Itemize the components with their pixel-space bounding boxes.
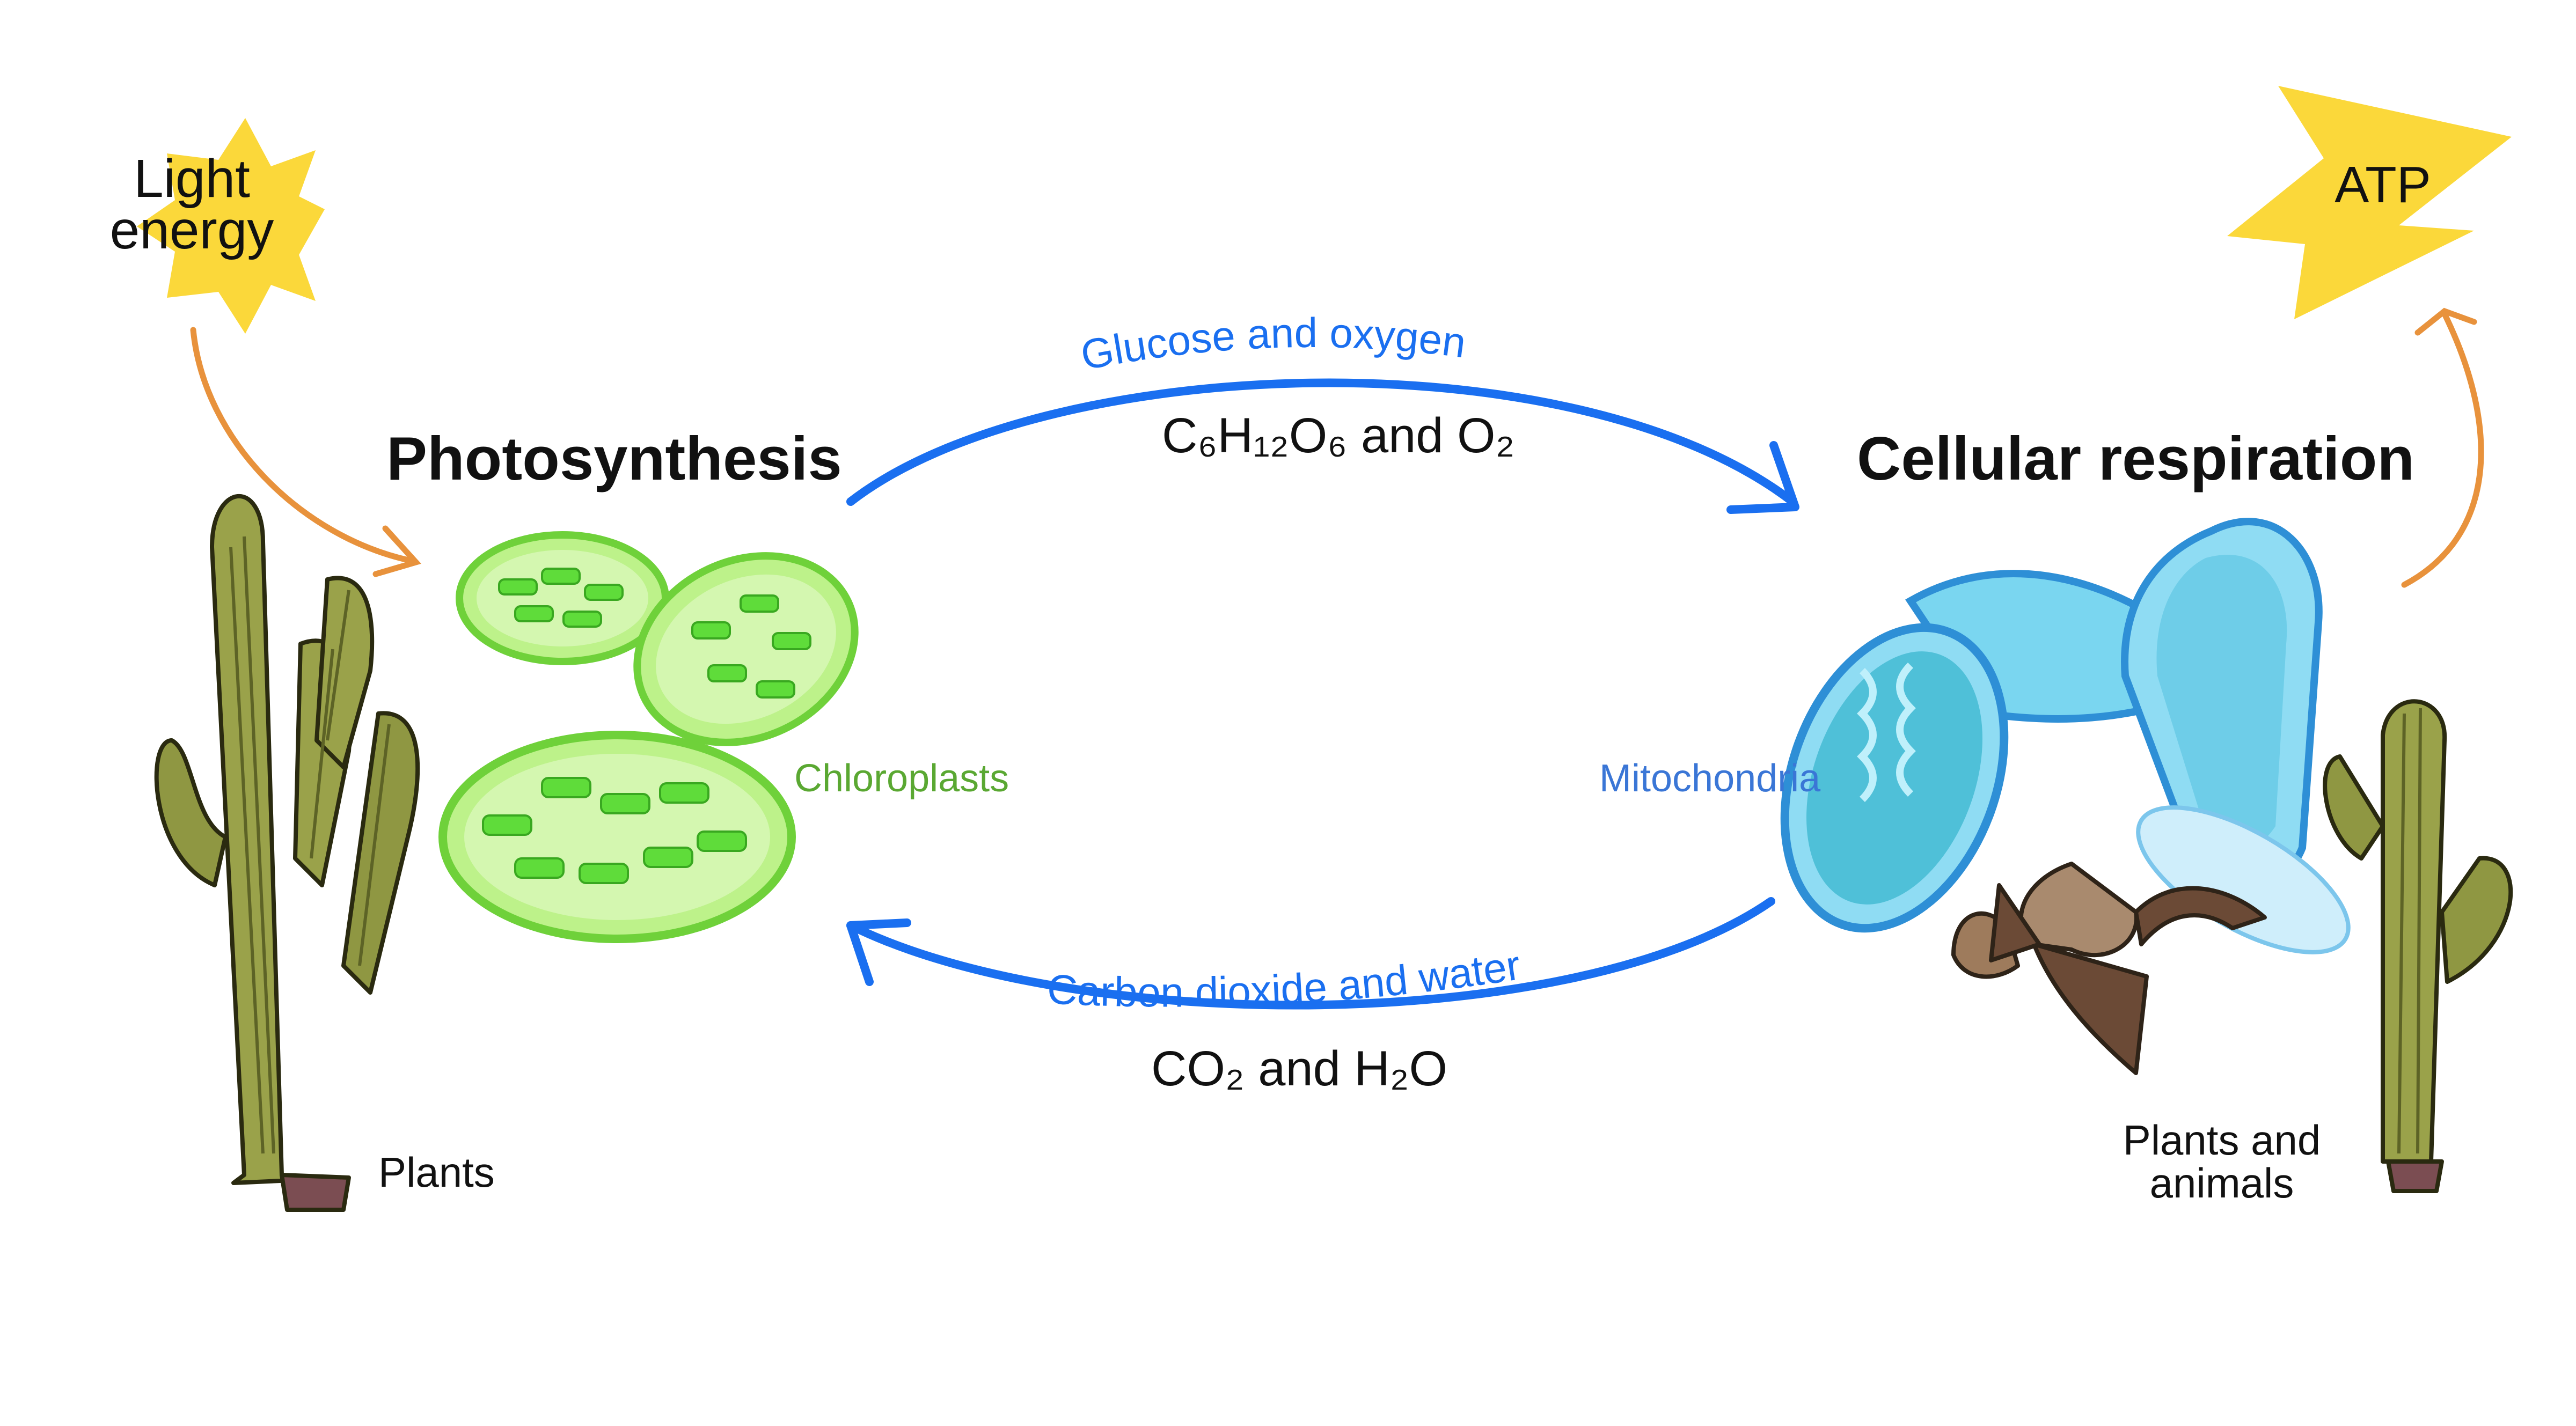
plants-and-animals-line1: Plants and (2123, 1116, 2321, 1164)
atp-label: ATP (2334, 156, 2431, 214)
mitochondrion-icon (2121, 518, 2323, 886)
light-energy-label-line2: energy (109, 200, 274, 260)
chloroplast-icon (633, 552, 859, 746)
plants-and-animals-label: Plants and animals (2109, 1119, 2334, 1204)
bat-icon (1951, 862, 2267, 1075)
atp-bolt-icon (2227, 86, 2512, 319)
light-energy-label-line1: Light (134, 149, 250, 209)
light-energy-label: Light energy (46, 149, 338, 260)
chloroplast-icon (438, 731, 796, 943)
cactus-left-icon (154, 494, 420, 1212)
plants-and-animals-line2: animals (2149, 1159, 2294, 1207)
plants-label: Plants (378, 1149, 495, 1196)
atp-arrow (2401, 307, 2484, 588)
cycle-arrow-top (846, 378, 1799, 514)
cycle-arrow-bottom (846, 897, 1775, 1010)
cellular-respiration-title: Cellular respiration (1857, 425, 2414, 493)
carbon-dioxide-water-formula: CO₂ and H₂O (1151, 1041, 1448, 1096)
flow-top-label: Glucose and oxygen (1077, 309, 1469, 379)
photosynthesis-title: Photosynthesis (386, 425, 842, 493)
cactus-right-icon (2323, 699, 2513, 1193)
mitochondria-label: Mitochondria (1599, 757, 1821, 800)
chloroplast-icon (456, 531, 669, 665)
glucose-oxygen-formula: C₆H₁₂O₆ and O₂ (1162, 408, 1515, 463)
sun-icon (137, 118, 325, 334)
flow-bottom-label: Carbon dioxide and water (1046, 941, 1524, 1016)
light-energy-arrow (190, 327, 421, 577)
chloroplasts-label: Chloroplasts (794, 757, 1009, 800)
